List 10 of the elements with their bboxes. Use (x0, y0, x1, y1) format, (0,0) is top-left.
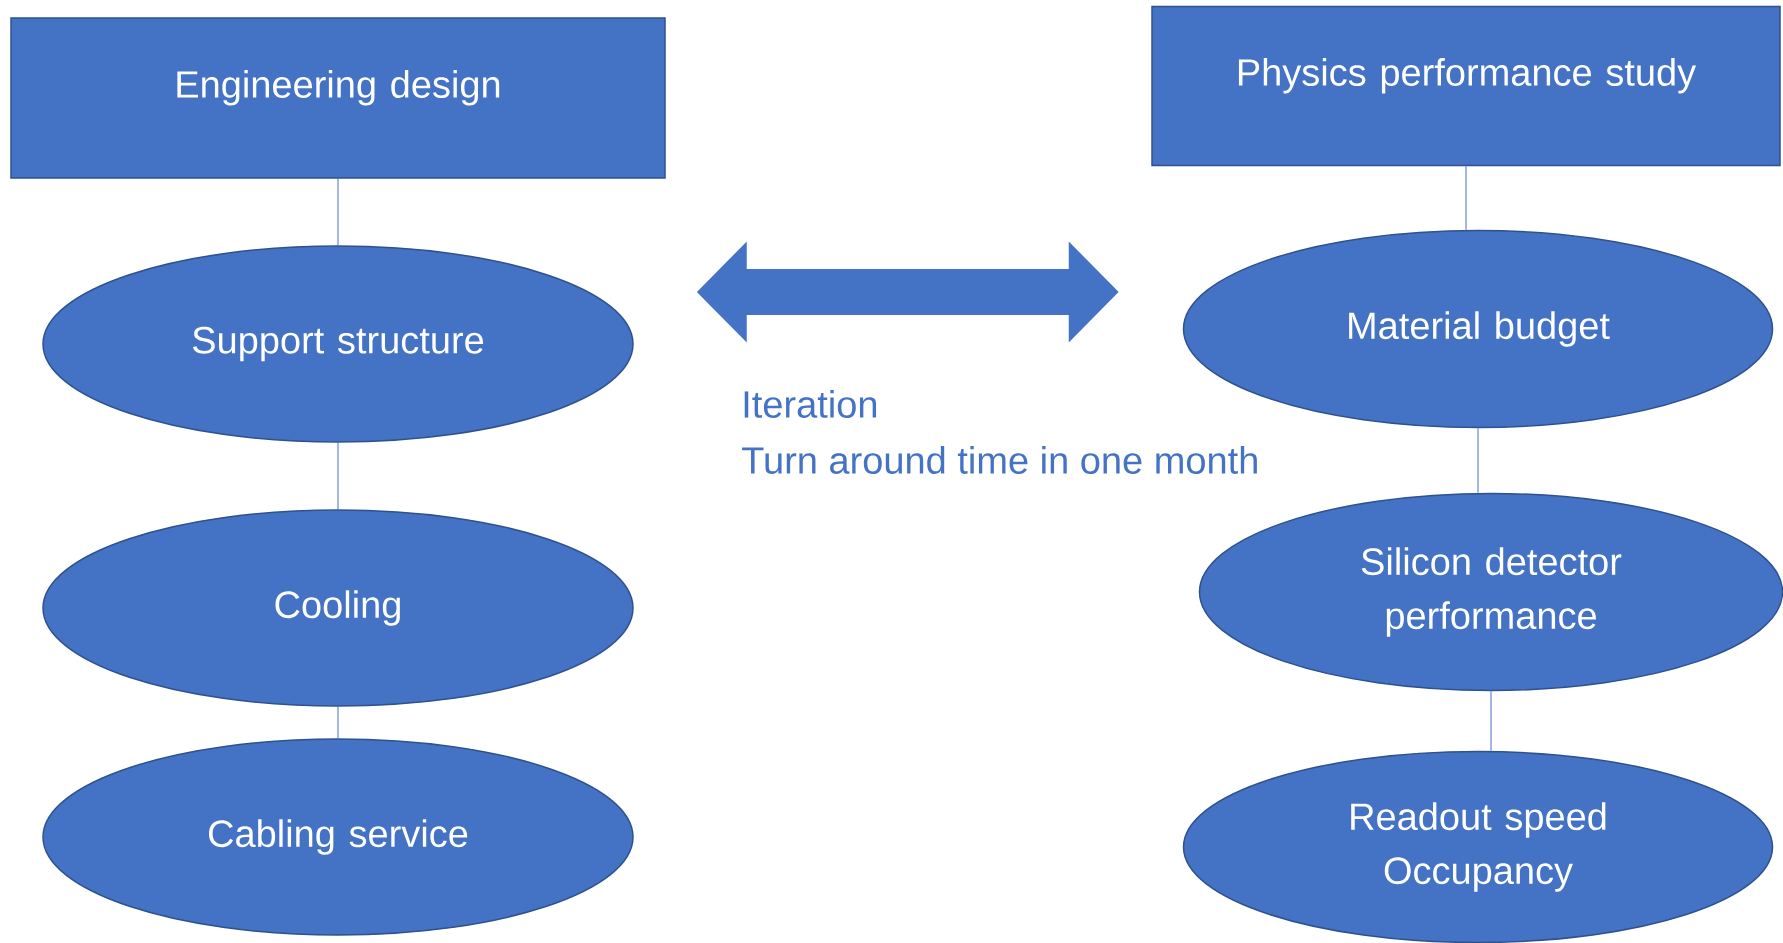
connector-line (337, 706, 339, 739)
connector-line (1490, 690, 1492, 752)
note-text: Iteration (744, 390, 877, 418)
connector-line (1465, 165, 1467, 231)
connector-line (1477, 427, 1479, 494)
heading-box: Physics performance study (1151, 5, 1781, 167)
connector-line (337, 178, 339, 246)
connector-line (337, 442, 339, 510)
heading-box: Engineering design (10, 17, 666, 179)
note-text: Turn around time in one month (742, 446, 1257, 474)
